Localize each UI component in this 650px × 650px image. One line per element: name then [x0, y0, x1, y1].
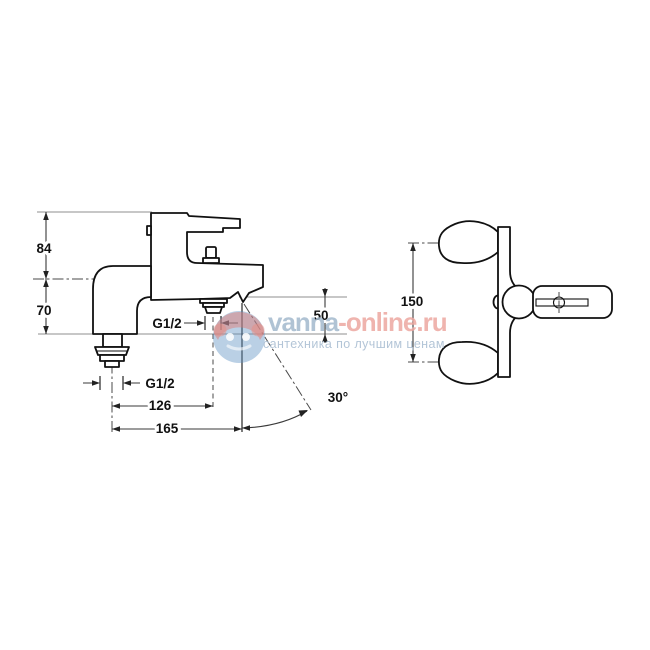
- dim-165-label: 165: [156, 421, 179, 436]
- dimension-84-70: 84 70: [33, 212, 55, 334]
- dim-30deg-label: 30°: [328, 390, 348, 405]
- wall-union-bottom: [438, 340, 499, 385]
- dimension-50: 50: [310, 288, 332, 343]
- dimension-150: 150: [398, 243, 426, 362]
- g12-outlet-label: G1/2: [152, 316, 181, 331]
- dimension-30deg: 30°: [241, 387, 351, 431]
- lever-handle-front: [532, 285, 613, 319]
- faucet-body: [146, 212, 264, 314]
- cartridge-dome: [501, 284, 537, 320]
- dim-126-label: 126: [149, 398, 172, 413]
- dim-70-label: 70: [36, 303, 51, 318]
- dim-50-label: 50: [313, 308, 328, 323]
- dimension-165: 165: [112, 418, 242, 439]
- dim-150-label: 150: [401, 294, 424, 309]
- dimension-g12-outlet: G1/2: [149, 313, 238, 334]
- center-lines: [33, 278, 312, 432]
- handle-left-button: [146, 225, 152, 236]
- front-view: 150: [398, 220, 613, 385]
- spout-tailpiece: [94, 333, 130, 368]
- side-view: 84 70 50 G1/2: [33, 211, 351, 439]
- spout: [92, 265, 152, 368]
- dimension-126: 126: [112, 395, 213, 416]
- shower-outlet-fitting: [199, 298, 228, 314]
- wall-union-top: [438, 220, 499, 265]
- dim-84-label: 84: [36, 241, 52, 256]
- diverter-knob: [202, 246, 220, 264]
- dimension-g12-tail: G1/2: [83, 373, 178, 394]
- reference-lines: [37, 211, 347, 432]
- g12-tail-label: G1/2: [145, 376, 174, 391]
- body-profile: [150, 212, 264, 303]
